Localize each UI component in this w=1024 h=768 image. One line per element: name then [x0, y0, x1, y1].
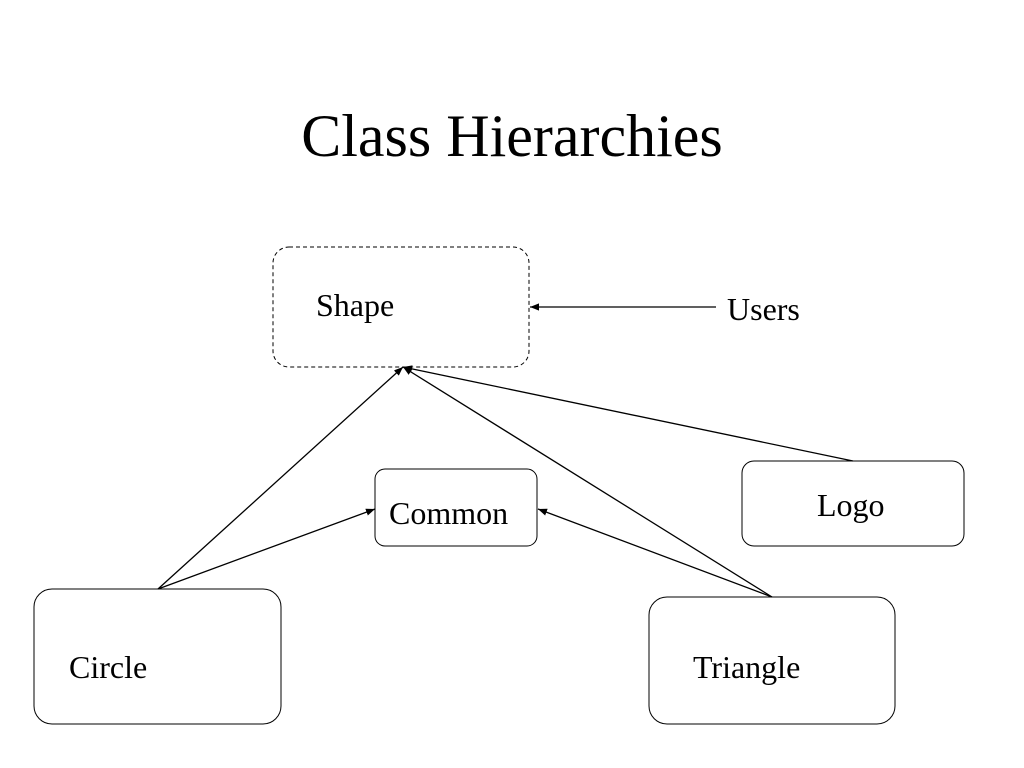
slide-title: Class Hierarchies	[301, 103, 723, 169]
edge-triangle-to-shape	[402, 366, 773, 598]
node-common-label: Common	[389, 495, 508, 531]
node-shape: Shape	[272, 246, 530, 368]
edge-circle-to-shape	[157, 366, 404, 590]
edge-triangle-to-common	[537, 508, 773, 598]
node-logo: Logo	[741, 460, 965, 547]
node-shape-label: Shape	[316, 287, 394, 323]
node-logo-label: Logo	[817, 487, 885, 523]
node-users: Users	[727, 291, 800, 327]
node-circle: Circle	[33, 588, 282, 725]
edge-logo-to-shape	[402, 365, 854, 462]
node-triangle-label: Triangle	[693, 649, 800, 685]
edge-circle-to-common	[157, 508, 376, 590]
node-circle-label: Circle	[69, 649, 147, 685]
node-common: Common	[374, 468, 538, 547]
node-users-label: Users	[727, 291, 800, 327]
node-triangle: Triangle	[648, 596, 896, 725]
